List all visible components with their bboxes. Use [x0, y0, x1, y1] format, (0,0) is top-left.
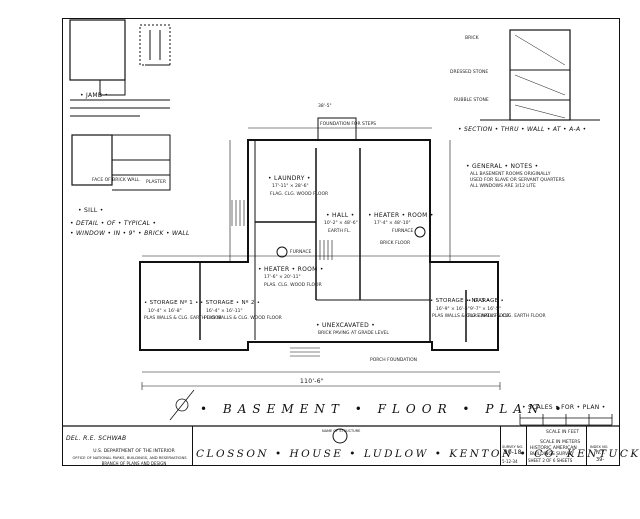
survey-date: 5-12-34	[502, 459, 518, 464]
room-hall-floor: EARTH FL.	[328, 229, 351, 234]
room-heater-2-furnace: FURNACE	[290, 250, 312, 255]
survey-no-label: SURVEY NO.	[502, 445, 524, 449]
sill-label: • SILL •	[78, 207, 104, 214]
sheet-of: SHEET 2 OF 6 SHEETS	[528, 458, 573, 463]
room-storage-3-size: 16'-9" × 16'-5"	[436, 307, 470, 312]
building-outline	[139, 117, 499, 351]
jamb-label: • JAMB •	[80, 92, 109, 99]
room-storage-2-size: 16'-4" × 16'-11"	[206, 309, 243, 314]
overall-dimension: 110'-6"	[300, 378, 324, 385]
room-unexcavated-name: • UNEXCAVATED •	[316, 322, 376, 329]
room-heater-1-size: 17'-4" × 48'-10"	[374, 221, 411, 226]
stairs	[231, 200, 333, 357]
index-line-1: N.Y.	[596, 450, 605, 456]
habs-cell	[526, 426, 586, 466]
section-title: • SECTION • THRU • WALL • AT • A-A •	[458, 126, 587, 133]
habs-line-1: HISTORIC AMERICAN	[530, 446, 577, 451]
room-heater-2-name: • HEATER • ROOM •	[258, 266, 324, 273]
general-notes-line: ALL WINDOWS ARE 3/12 LITE	[470, 184, 536, 189]
survey-no: 20-18	[504, 449, 522, 456]
nps-seal	[332, 428, 348, 444]
brick-label: BRICK	[465, 36, 479, 41]
room-heater-2-floor: PLAS. CLG. WOOD FLOOR	[264, 283, 322, 288]
general-notes-line: ALL BASEMENT ROOMS ORIGINALLY	[470, 172, 551, 177]
general-notes-title: • GENERAL • NOTES •	[466, 163, 539, 170]
window-detail-drawing	[69, 19, 171, 191]
face-of-brick-label: FACE OF BRICK WALL	[92, 178, 140, 183]
rubble-stone-label: RUBBLE STONE	[454, 98, 489, 103]
room-hall-size: 10'-2" × 48'-6"	[324, 221, 358, 226]
room-laundry-floor: FLAG. CLG. WOOD FLOOR	[270, 192, 329, 197]
room-garage-floor: PLAS WALLS & CLG. EARTH FLOOR	[468, 314, 546, 319]
furnace-symbol	[276, 246, 288, 258]
index-line-2: 39-	[596, 457, 605, 463]
dimension-lines	[141, 127, 501, 390]
detail-caption-1: • DETAIL • OF • TYPICAL •	[70, 220, 157, 227]
room-garage-name: • GARAGE •	[468, 298, 505, 304]
delineator-label: DEL. R.E. SCHWAB	[66, 435, 127, 442]
index-cell	[586, 426, 620, 466]
scale-meters-label: SCALE IN METERS	[540, 440, 581, 445]
room-laundry-name: • LAUNDRY •	[268, 175, 311, 182]
room-unexcavated-note: BRICK PAVING AT GRADE LEVEL	[318, 331, 389, 336]
general-notes-line: USED FOR SLAVE OR SERVANT QUARTERS	[470, 178, 565, 183]
scale-bar	[519, 414, 613, 426]
room-heater-1-floor: BRICK FLOOR	[380, 241, 411, 246]
scales-title: • SCALES • FOR • PLAN •	[522, 404, 606, 411]
index-label: INDEX NO.	[590, 445, 609, 449]
structure-cell	[192, 426, 500, 466]
room-storage-2-name: • STORAGE • Nº 2 •	[200, 300, 261, 306]
plaster-label: PLASTER	[146, 180, 166, 185]
scale-feet-label: SCALE IN FEET	[546, 430, 580, 435]
main-title: • BASEMENT • FLOOR • PLAN •	[200, 402, 568, 416]
detail-caption-2: • WINDOW • IN • 9" • BRICK • WALL	[70, 230, 190, 237]
agency-line-1: U.S. DEPARTMENT OF THE INTERIOR	[93, 449, 175, 454]
survey-cell	[500, 426, 526, 466]
agency-line-3: BRANCH OF PLANS AND DESIGN	[101, 461, 167, 466]
room-storage-3-floor: PLAS WALLS & CLG. EARTH FLOOR	[432, 314, 510, 319]
foundation-label: FOUNDATION FOR STEPS	[320, 122, 377, 127]
room-heater-1-furnace: FURNACE	[392, 229, 414, 234]
room-heater-2-size: 17'-6" × 20'-11"	[264, 275, 301, 280]
room-hall-name: • HALL •	[326, 212, 355, 219]
room-storage-2-floor: PLAS WALLS & CLG. WOOD FLOOR	[204, 316, 282, 321]
room-storage-3-name: • STORAGE • Nº 3 •	[430, 298, 491, 304]
name-of-structure-label: NAME OF STRUCTURE	[322, 429, 361, 433]
room-storage-1-name: • STORAGE Nº 1 •	[144, 300, 199, 306]
structure-name: CLOSSON • HOUSE • LUDLOW • KENTON • CO. …	[196, 448, 640, 460]
dim-top: 38'-5"	[318, 104, 332, 109]
drawing-sheet-border	[62, 18, 620, 466]
room-laundry-size: 17'-11" × 28'-6"	[272, 184, 309, 189]
wall-section-drawing	[480, 29, 600, 121]
porch-foundation-label: PORCH FOUNDATION	[370, 358, 418, 363]
room-storage-1-floor: PLAS WALLS & CLG. EARTH FLOOR	[144, 316, 222, 321]
title-block: U.S. DEPARTMENT OF THE INTERIOR OFFICE O…	[62, 426, 640, 466]
room-storage-1-size: 10'-4" × 16'-8"	[148, 309, 182, 314]
habs-line-2: BUILDINGS SURVEY	[530, 452, 574, 457]
room-garage-size: 9'-7" × 16'-5"	[470, 307, 501, 312]
dressed-stone-label: DRESSED STONE	[450, 70, 489, 75]
furnace-symbol	[414, 226, 426, 238]
room-heater-1-name: • HEATER • ROOM •	[368, 212, 434, 219]
agency-line-2: OFFICE OF NATIONAL PARKS, BUILDINGS, AND…	[72, 456, 187, 460]
north-arrow	[169, 389, 195, 421]
